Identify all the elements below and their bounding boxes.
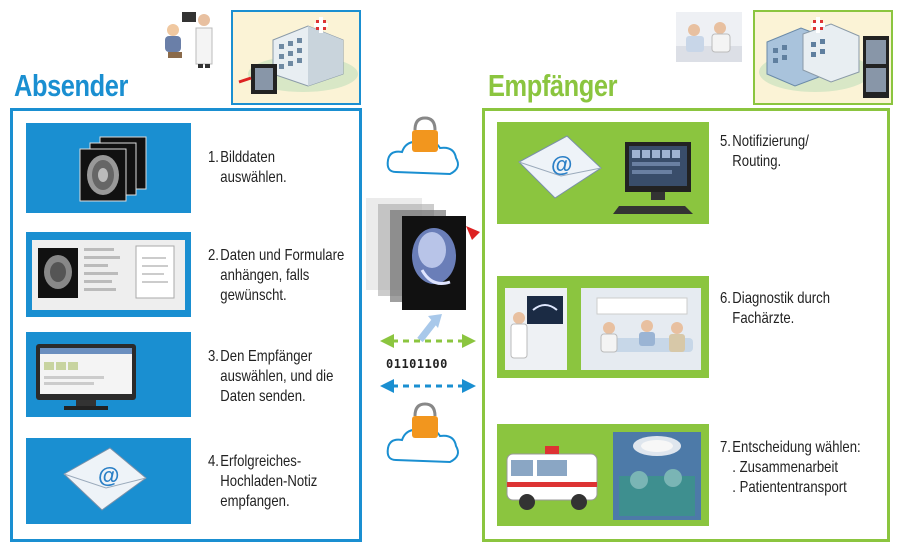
ct-scan-stack-icon (79, 136, 147, 202)
hospital-building-icon (755, 12, 891, 103)
svg-text:@: @ (551, 152, 572, 177)
step1-tile (26, 123, 191, 213)
hospital-building-tile (231, 10, 361, 105)
email-envelope-icon: @ (518, 135, 602, 199)
receiver-hospital-tile (753, 10, 893, 105)
medical-team-icon (676, 12, 742, 62)
step4-tile: @ (26, 438, 191, 524)
step3-tile (26, 332, 191, 417)
binary-data-label: 01101100 (386, 357, 448, 371)
document-form-icon (32, 240, 185, 310)
computer-monitor-icon (613, 142, 693, 214)
medical-team-icon (581, 288, 701, 370)
step2-tile (26, 232, 191, 317)
mri-scan-icon (412, 228, 456, 285)
ambulance-icon (506, 446, 598, 510)
step7-tile (497, 424, 709, 526)
step5-tile: @ (497, 122, 709, 224)
transfer-graphic (366, 116, 480, 464)
sender-heading: Absender (14, 68, 128, 103)
xray-review-icon (505, 288, 567, 370)
receiver-heading: Empfänger (488, 68, 618, 103)
step6-tile (497, 276, 709, 378)
doctor-patient-icon (165, 12, 213, 68)
computer-monitor-icon (36, 344, 136, 410)
receiver-step7: 7.Entscheidung wählen:. Zusammenarbeit. … (720, 439, 861, 496)
svg-text:@: @ (98, 463, 119, 488)
email-envelope-icon: @ (63, 447, 147, 511)
lock-icon (412, 116, 438, 152)
surgery-icon (613, 432, 701, 520)
receiver-step5: 5.Notifizierung/Routing. (720, 133, 809, 170)
hospital-building-icon (233, 12, 359, 103)
